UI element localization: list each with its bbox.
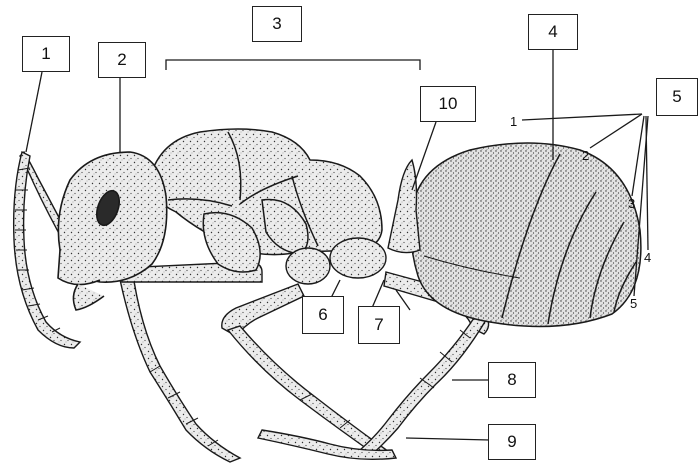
coxa-7 bbox=[330, 238, 386, 278]
label-2-box: 2 bbox=[98, 42, 146, 78]
label-10-box: 10 bbox=[420, 86, 476, 122]
petiole-node bbox=[388, 160, 420, 253]
gaster-segment-2: 2 bbox=[582, 148, 589, 163]
label-4-box: 4 bbox=[528, 14, 578, 50]
gaster-segment-5: 5 bbox=[630, 296, 637, 311]
label-4: 4 bbox=[548, 22, 557, 42]
label-10: 10 bbox=[439, 94, 458, 114]
label-6-box: 6 bbox=[302, 296, 344, 334]
label-8: 8 bbox=[507, 370, 516, 390]
gaster-segment-3: 3 bbox=[628, 196, 635, 211]
label-6: 6 bbox=[318, 305, 327, 325]
coxa-6 bbox=[286, 248, 330, 284]
label-9-box: 9 bbox=[488, 424, 536, 460]
gaster-segment-1: 1 bbox=[510, 114, 517, 129]
label-5-box: 5 bbox=[656, 78, 698, 116]
label-7: 7 bbox=[374, 315, 383, 335]
gaster bbox=[411, 143, 641, 327]
label-3: 3 bbox=[272, 14, 281, 34]
label-1-box: 1 bbox=[22, 36, 70, 72]
label-9: 9 bbox=[507, 432, 516, 452]
label-8-box: 8 bbox=[488, 362, 536, 398]
label-2: 2 bbox=[117, 50, 126, 70]
head bbox=[58, 152, 167, 310]
label-7-box: 7 bbox=[358, 306, 400, 344]
gaster-segment-4: 4 bbox=[644, 250, 651, 265]
label-1: 1 bbox=[41, 44, 50, 64]
label-5: 5 bbox=[672, 87, 681, 107]
label-3-box: 3 bbox=[252, 6, 302, 42]
